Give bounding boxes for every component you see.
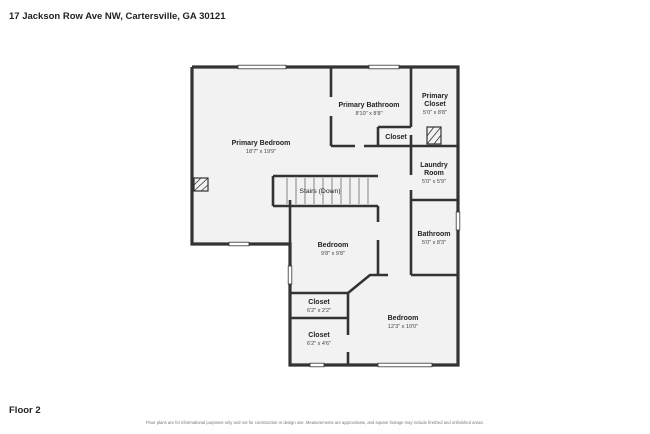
bedroom-2-dims: 12'3" x 10'0" <box>388 324 418 330</box>
bedroom-1-dims: 9'8" x 9'8" <box>321 251 345 257</box>
interior-walls <box>271 67 458 365</box>
hall-closet-label: Closet <box>385 134 407 141</box>
laundry-room-label-line1: Laundry <box>420 162 448 169</box>
laundry-room-dims: 5'0" x 5'9" <box>422 179 446 185</box>
closet-medium-dims: 6'2" x 4'6" <box>307 341 331 347</box>
primary-closet-label-line1: Primary <box>422 93 448 100</box>
primary-bathroom-dims: 8'10" x 8'8" <box>355 111 382 117</box>
laundry-room-label-line2: Room <box>424 170 444 177</box>
flue-boxes <box>193 126 442 192</box>
stair-treads <box>286 178 369 204</box>
primary-bedroom-dims: 18'7" x 19'9" <box>246 149 276 155</box>
bedroom-2-label: Bedroom <box>388 315 419 322</box>
primary-closet-label-line2: Closet <box>424 101 446 108</box>
windows <box>228 64 461 368</box>
floor-label: Floor 2 <box>9 405 41 416</box>
primary-bathroom-label: Primary Bathroom <box>338 102 399 109</box>
bedroom-1-label: Bedroom <box>318 242 349 249</box>
closet-small-dims: 6'2" x 2'2" <box>307 308 331 314</box>
primary-bedroom-label: Primary Bedroom <box>232 140 291 147</box>
stairs-label: Stairs (Down) <box>299 188 340 195</box>
closet-small-label: Closet <box>308 299 330 306</box>
bathroom-label: Bathroom <box>417 231 450 238</box>
floor-area <box>192 67 458 365</box>
bathroom-dims: 5'0" x 8'3" <box>422 240 446 246</box>
property-address: 17 Jackson Row Ave NW, Cartersville, GA … <box>9 11 226 22</box>
disclaimer-text: Floor plans are for informational purpos… <box>146 420 484 425</box>
primary-closet-dims: 5'0" x 8'8" <box>423 110 447 116</box>
closet-medium-label: Closet <box>308 332 330 339</box>
